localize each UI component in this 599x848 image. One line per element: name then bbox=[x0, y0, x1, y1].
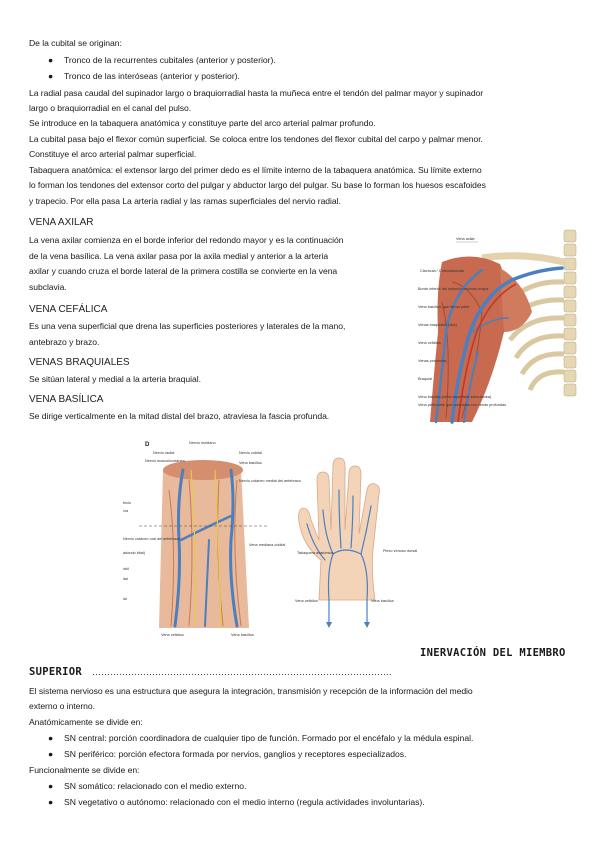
figure-shoulder-veins: Vena axilar Clavícula / Costoclavicular … bbox=[412, 222, 582, 430]
forearm-label: Vena mediana cubital bbox=[249, 543, 285, 547]
figure-forearm-hand: D Nervio mediano Nervio radial Nervio mu… bbox=[119, 430, 419, 642]
section-line: Es una vena superficial que drena las su… bbox=[29, 321, 346, 331]
section-title-vena-basilica: VENA BASÍLICA bbox=[29, 394, 104, 405]
section-line: antebrazo y brazo. bbox=[29, 337, 100, 347]
bullet-dot: ● bbox=[48, 71, 54, 81]
intro-bullet: Tronco de la recurrentes cubitales (ante… bbox=[64, 55, 276, 65]
bullet-dot: ● bbox=[48, 733, 54, 743]
bullet-dot: ● bbox=[48, 55, 54, 65]
paragraph-line: La radial pasa caudal del supinador larg… bbox=[29, 88, 484, 98]
forearm-label: Vena basílica bbox=[239, 461, 262, 465]
inervacion-bullet: SN central: porción coordinadora de cual… bbox=[64, 733, 474, 743]
section-line: subclavia. bbox=[29, 282, 67, 292]
shoulder-label: Vena cefálica bbox=[418, 341, 441, 345]
forearm-label: triclo bbox=[123, 501, 131, 505]
forearm-label: Nervio radial bbox=[153, 451, 174, 455]
shoulder-label: Braquial bbox=[418, 377, 432, 381]
shoulder-label: Venas braquiales (dos) bbox=[418, 323, 458, 327]
section-line: de la vena basílica. La vena axilar pasa… bbox=[29, 251, 329, 261]
forearm-label: ital bbox=[123, 577, 128, 581]
shoulder-label: Vena basílica, que forma parte bbox=[418, 305, 470, 309]
forearm-label: obil bbox=[123, 567, 129, 571]
shoulder-label: Venas profundas bbox=[418, 359, 447, 363]
inervacion-heading-right: INERVACIÓN DEL MIEMBRO bbox=[420, 647, 566, 659]
bullet-dot: ● bbox=[48, 797, 54, 807]
inervacion-line: externo o interno. bbox=[29, 701, 95, 711]
forearm-hand-illustration: D Nervio mediano Nervio radial Nervio mu… bbox=[123, 441, 417, 637]
intro-lead: De la cubital se originan: bbox=[29, 38, 122, 48]
inervacion-lead: Funcionalmente se divide en: bbox=[29, 765, 140, 775]
hand-label: Vena cefálica bbox=[295, 599, 318, 603]
section-line: Se dirige verticalmente en la mitad dist… bbox=[29, 411, 330, 421]
panel-letter: D bbox=[145, 442, 150, 448]
paragraph-line: La cubital pasa bajo el flexor común sup… bbox=[29, 134, 483, 144]
inervacion-bullet: SN vegetativo o autónomo: relacionado co… bbox=[64, 797, 425, 807]
inervacion-lead: Anatómicamente se divide en: bbox=[29, 717, 143, 727]
section-line: axilar y cuando cruza el borde lateral d… bbox=[29, 266, 338, 276]
forearm-label: Vena cefálica bbox=[161, 633, 184, 637]
shoulder-label: Vena basílica (vena superficial subcután… bbox=[418, 395, 492, 399]
paragraph-line: y trapecio. Por ella pasa La arteria rad… bbox=[29, 196, 341, 206]
inervacion-bullet: SN somático: relacionado con el medio ex… bbox=[64, 781, 247, 791]
hand-label: Tabaquera anatómica bbox=[297, 551, 334, 555]
inervacion-heading-left: SUPERIOR bbox=[29, 666, 82, 678]
forearm-label: Nervio musculocutáneo bbox=[145, 459, 185, 463]
paragraph-line: lo forman los tendones del extensor cort… bbox=[29, 180, 486, 190]
bullet-dot: ● bbox=[48, 749, 54, 759]
hand-label: Vena basílica bbox=[371, 599, 394, 603]
section-line: La vena axilar comienza en el borde infe… bbox=[29, 235, 344, 245]
heading-dots: ………………………………………………………………………………………. bbox=[92, 667, 392, 677]
paragraph-line: Constituye el arco arterial palmar super… bbox=[29, 149, 197, 159]
shoulder-illustration: Vena axilar Clavícula / Costoclavicular … bbox=[412, 222, 582, 430]
forearm-label: Nervio cubital bbox=[239, 451, 262, 455]
forearm-label: adondo bital) bbox=[123, 551, 146, 555]
section-title-venas-braquiales: VENAS BRAQUIALES bbox=[29, 357, 130, 368]
bullet-dot: ● bbox=[48, 781, 54, 791]
shoulder-label: Vena perforante que comunica con venas p… bbox=[418, 403, 506, 407]
paragraph-line: Tabaquera anatómica: el extensor largo d… bbox=[29, 165, 482, 175]
inervacion-bullet: SN periférico: porción efectora formada … bbox=[64, 749, 407, 759]
paragraph-line: Se introduce en la tabaquera anatómica y… bbox=[29, 118, 376, 128]
forearm-label: ial bbox=[123, 597, 127, 601]
forearm-label: Vena basílica bbox=[231, 633, 254, 637]
section-title-vena-axilar: VENA AXILAR bbox=[29, 217, 94, 228]
shoulder-label: Vena axilar bbox=[456, 237, 476, 241]
paragraph-line: largo o braquiorradial en el canal del p… bbox=[29, 103, 192, 113]
forearm-label: Nervio mediano bbox=[189, 441, 216, 445]
inervacion-line: El sistema nervioso es una estructura qu… bbox=[29, 686, 473, 696]
shoulder-label: Borde inferior del músculo redondo mayor bbox=[418, 287, 489, 291]
forearm-label: Nervio cutáneo medial del antebrazo bbox=[239, 479, 301, 483]
shoulder-label: Clavícula / Costoclavicular bbox=[420, 269, 465, 273]
section-title-vena-cefalica: VENA CEFÁLICA bbox=[29, 304, 108, 315]
hand-label: Plexo venoso dorsal bbox=[383, 549, 417, 553]
intro-bullet: Tronco de las interóseas (anterior y pos… bbox=[64, 71, 240, 81]
section-line: Se sitúan lateral y medial a la arteria … bbox=[29, 374, 201, 384]
forearm-label: vía bbox=[123, 509, 129, 513]
forearm-label: Nervio cutáneo oral del antebrazo bbox=[123, 537, 180, 541]
